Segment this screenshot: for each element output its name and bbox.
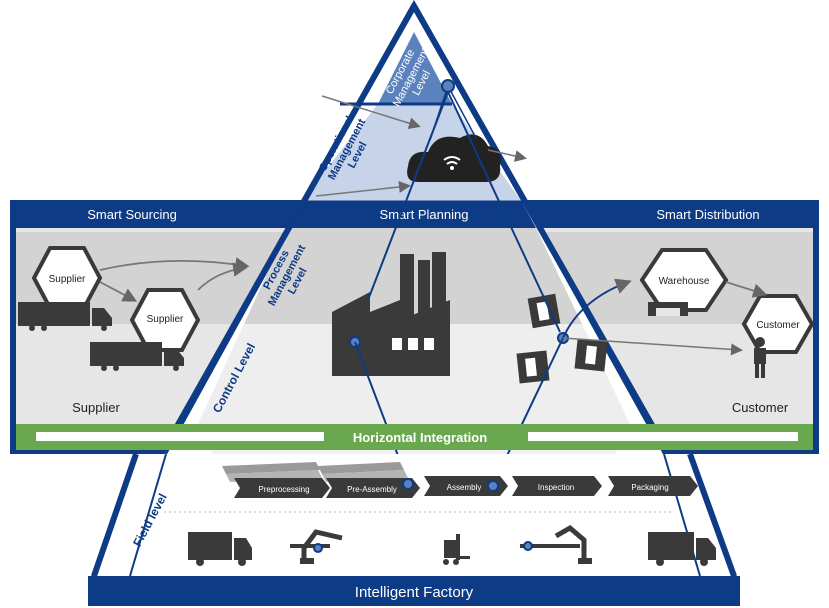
warehouse-hexagon <box>639 248 729 312</box>
pre-assembly-node <box>402 478 414 490</box>
horizontal-integration-label: Horizontal Integration <box>353 430 487 445</box>
package-icon-3 <box>574 338 608 372</box>
truck-icon-3 <box>188 532 252 566</box>
supplier-hexagon-2 <box>129 288 201 352</box>
person-icon <box>754 337 766 378</box>
robot-arm-icon-1 <box>290 529 343 564</box>
process-step-2-label: Pre-Assembly <box>347 485 397 494</box>
forklift-icon <box>443 534 470 565</box>
process-step-5-label: Packaging <box>631 483 668 492</box>
operational-arrow-1 <box>321 95 421 130</box>
planning-header <box>288 202 536 228</box>
operational-arrow-2 <box>315 181 411 197</box>
process-step-1-label: Preprocessing <box>258 485 309 494</box>
truck-icon-4 <box>648 532 716 566</box>
warehouse-arrow <box>725 281 768 298</box>
truck-icon-2 <box>90 342 184 371</box>
warehouse-icon <box>648 302 688 316</box>
robot-arm-icon-2 <box>520 524 592 564</box>
robot-node-1 <box>313 543 323 553</box>
network-line-1 <box>367 91 449 301</box>
robot-node-2 <box>523 541 533 551</box>
supplier-arrow-1 <box>99 257 250 272</box>
field-left-inner-edge <box>129 453 167 577</box>
conveyor-stack-3 <box>318 462 404 474</box>
package-icon-2 <box>516 350 550 384</box>
network-line-2 <box>447 91 561 333</box>
corporate-level-region <box>378 32 452 104</box>
process-step-4: Inspection <box>512 476 602 496</box>
customer-caption: Customer <box>732 400 789 415</box>
cloud-icon <box>407 134 501 182</box>
section-planning: Smart Planning <box>380 207 469 222</box>
package-icon-1 <box>527 293 561 329</box>
network-line-7 <box>562 278 632 339</box>
process-step-3-label: Assembly <box>447 483 482 492</box>
horizontal-integration-right-line <box>528 432 798 441</box>
footer-label: Intelligent Factory <box>355 584 474 601</box>
horizontal-integration-left-line <box>36 432 324 441</box>
footer-bar <box>88 576 740 606</box>
supplier-arrow-2 <box>197 262 248 291</box>
section-sourcing: Smart Sourcing <box>87 207 177 222</box>
pyramid-right-inner-edge <box>427 29 665 455</box>
supplier-arrow-3 <box>99 281 138 302</box>
pyramid-left-inner-edge <box>165 29 401 455</box>
operational-arrow-3 <box>487 149 527 162</box>
supplier-caption: Supplier <box>72 400 120 415</box>
assembly-node <box>487 480 499 492</box>
field-left-edge <box>91 453 139 577</box>
network-line-8 <box>562 337 743 356</box>
process-step-5: Packaging <box>608 476 698 496</box>
truck-icon-1 <box>18 302 112 331</box>
process-step-4-label: Inspection <box>538 483 574 492</box>
section-distribution: Smart Distribution <box>656 207 759 222</box>
field-right-edge <box>687 452 737 578</box>
factory-icon <box>332 252 450 376</box>
cloud-link-2 <box>447 85 477 139</box>
process-step-2: Pre-Assembly <box>326 478 420 498</box>
process-step-1: Preprocessing <box>234 478 330 498</box>
supplier-hexagon-2-label: Supplier <box>147 314 184 325</box>
customer-hexagon-label: Customer <box>756 320 800 331</box>
warehouse-label: Warehouse <box>659 276 710 287</box>
supplier-hexagon-1-label: Supplier <box>49 274 86 285</box>
cloud-node <box>441 79 455 93</box>
process-step-3: Assembly <box>424 476 508 496</box>
